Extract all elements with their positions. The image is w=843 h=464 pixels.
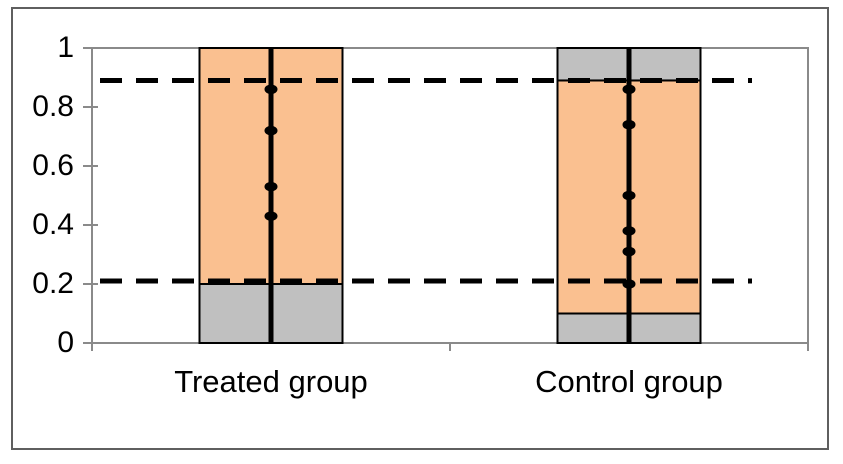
data-dot (622, 119, 636, 130)
data-dot (264, 84, 278, 95)
y-tick-label: 0.8 (32, 90, 74, 123)
data-dot (622, 279, 636, 289)
data-dot (622, 226, 636, 236)
y-tick-label: 0 (57, 326, 74, 359)
data-dot (622, 190, 636, 201)
data-dot (264, 125, 278, 136)
data-dot (264, 211, 278, 221)
y-tick-label: 0.4 (32, 208, 74, 241)
figure-border (11, 7, 829, 450)
data-dot (622, 84, 636, 95)
data-dot (622, 246, 636, 257)
data-dot (264, 181, 278, 192)
category-label-control-group: Control group (535, 364, 723, 399)
category-label-treated-group: Treated group (174, 364, 368, 399)
y-tick-label: 1 (57, 31, 74, 64)
y-tick-label: 0.6 (32, 149, 74, 182)
y-tick-label: 0.2 (32, 267, 74, 300)
